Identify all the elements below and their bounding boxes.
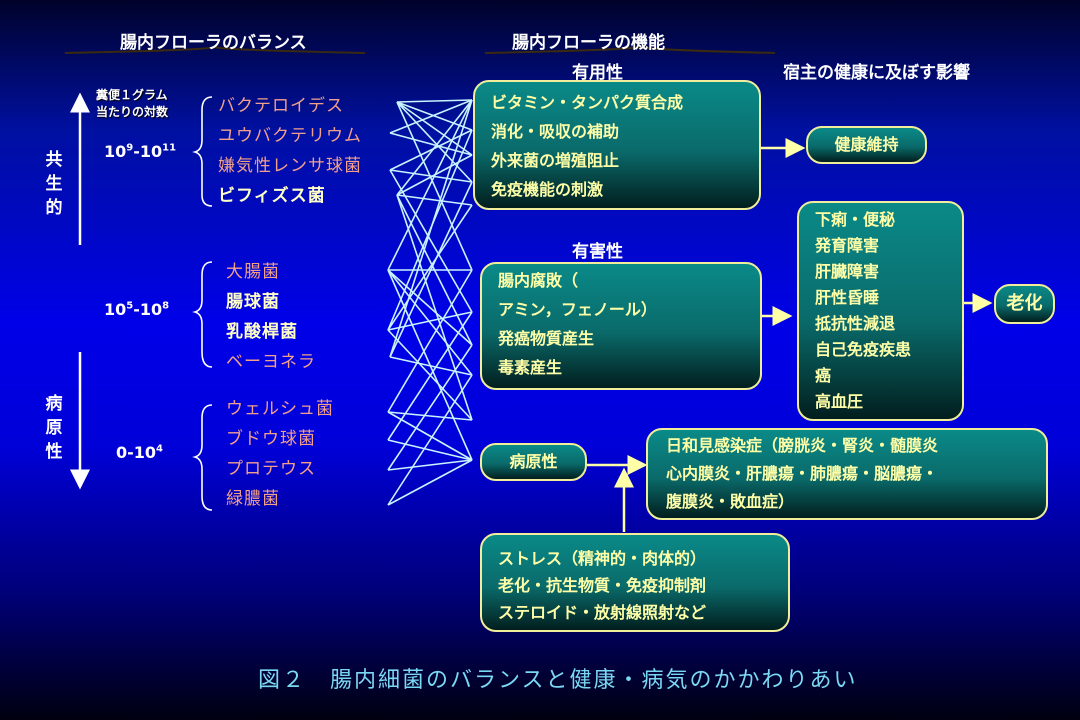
stress-box: ストレス（精神的・肉体的） 老化・抗生物質・免疫抑制剤 ステロイド・放射線照射な…	[480, 533, 790, 632]
bacteria-function-link	[396, 194, 473, 421]
bacterium: プロテウス	[226, 459, 316, 479]
header-balance: 腸内フローラのバランス	[120, 33, 307, 53]
bacterium: 腸球菌	[226, 292, 280, 312]
bacteria-function-link	[389, 99, 473, 358]
count-label-line: 当たりの対数	[96, 105, 169, 119]
bacteria-function-link	[387, 439, 473, 461]
header-harmful: 有害性	[572, 242, 623, 262]
bacterium: ウェルシュ菌	[226, 399, 334, 419]
pathogenic-box: 病原性	[480, 443, 587, 481]
bacterium: 乳酸桿菌	[226, 322, 298, 342]
aging-box: 老化	[994, 284, 1055, 324]
disease-item: 自己免疫疾患	[815, 340, 912, 359]
bacteria-function-link	[387, 374, 473, 506]
count-range-3: 0-104	[116, 443, 164, 462]
harmful-item: 発癌物質産生	[498, 329, 595, 348]
axis-symbiotic: 共生的	[45, 150, 63, 218]
bacteria-function-link	[396, 194, 473, 206]
bacterium: 嫌気性レンサ球菌	[218, 156, 362, 176]
bacteria-function-link	[396, 99, 473, 103]
bacteria-function-link	[389, 181, 473, 358]
bacteria-function-link	[387, 411, 473, 421]
useful-item: 消化・吸収の補助	[491, 122, 620, 141]
infection-line: 心内膜炎・肝膿瘍・肺膿瘍・脳膿瘍・	[666, 464, 939, 483]
bacteria-function-link	[387, 344, 473, 471]
bacteria-function-link	[387, 269, 473, 346]
bacteria-function-link	[387, 459, 473, 471]
bacterium: ビフィズス菌	[218, 186, 326, 206]
function-underline	[484, 45, 776, 54]
useful-item: ビタミン・タンパク質合成	[491, 93, 684, 112]
disease-item: 肝臓障害	[815, 262, 880, 281]
bacteria-function-link	[387, 269, 473, 376]
useful-item: 外来菌の増殖阻止	[491, 151, 620, 170]
bacteria-function-link	[389, 132, 473, 156]
bacteria-function-link	[387, 204, 473, 331]
count-label-line: 糞便１グラム	[96, 88, 168, 102]
bacterium: バクテロイデス	[218, 96, 344, 116]
infection-line: 腹膜炎・敗血症）	[666, 492, 795, 511]
count-label: 糞便１グラム 当たりの対数	[96, 87, 168, 121]
brace-3	[192, 404, 213, 511]
disease-item: 癌	[815, 366, 832, 385]
stress-line: 老化・抗生物質・免疫抑制剤	[498, 576, 707, 595]
count-range-2: 105-108	[104, 300, 170, 319]
stress-line: ストレス（精神的・肉体的）	[498, 549, 707, 568]
disease-item: 肝性昏睡	[815, 288, 880, 307]
bacteria-group-3: ウェルシュ菌 ブドウ球菌 プロテウス 緑膿菌	[226, 394, 334, 514]
bacteria-function-link	[387, 459, 473, 506]
bacteria-function-link	[387, 311, 473, 441]
brace-2	[192, 261, 213, 368]
bacteria-function-link	[389, 99, 473, 134]
disease-box: 下痢・便秘 発育障害 肝臓障害 肝性昏睡 抵抗性減退 自己免疫疾患 癌 高血圧	[797, 201, 964, 421]
brace-1	[192, 96, 213, 207]
bacteria-function-link	[387, 99, 473, 271]
bacteria-function-link	[387, 269, 473, 413]
bacteria-function-link	[396, 101, 473, 271]
disease-item: 下痢・便秘	[815, 210, 896, 229]
useful-box: ビタミン・タンパク質合成 消化・吸収の補助 外来菌の増殖阻止 免疫機能の刺激	[473, 80, 761, 210]
harmful-item: 毒素産生	[498, 358, 563, 377]
infection-box: 日和見感染症（膀胱炎・腎炎・髄膜炎 心内膜炎・肝膿瘍・肺膿瘍・脳膿瘍・ 腹膜炎・…	[646, 428, 1048, 520]
stress-line: ステロイド・放射線照射など	[498, 603, 707, 622]
disease-item: 発育障害	[815, 236, 880, 255]
bacteria-group-1: バクテロイデス ユウバクテリウム 嫌気性レンサ球菌 ビフィズス菌	[218, 91, 362, 211]
balance-underline	[64, 45, 366, 54]
header-host-effect: 宿主の健康に及ぼす影響	[783, 63, 970, 83]
harmful-item: 腸内腐敗（	[498, 271, 579, 290]
bacterium: 緑膿菌	[226, 489, 280, 509]
harmful-box: 腸内腐敗（ アミン，フェノール） 発癌物質産生 毒素産生	[480, 262, 762, 390]
bacterium: 大腸菌	[226, 262, 280, 282]
bacterium: ブドウ球菌	[226, 429, 316, 449]
bacterium: ベーヨネラ	[226, 352, 316, 372]
bacterium: ユウバクテリウム	[218, 126, 362, 146]
disease-item: 高血圧	[815, 392, 864, 411]
harmful-item: アミン，フェノール）	[498, 300, 657, 319]
useful-item: 免疫機能の刺激	[491, 180, 604, 199]
bacteria-function-link	[396, 101, 473, 156]
disease-item: 抵抗性減退	[815, 314, 896, 333]
bacteria-function-link	[389, 169, 473, 313]
figure-caption: 図２ 腸内細菌のバランスと健康・病気のかかわりあい	[258, 668, 858, 693]
bacteria-function-link	[389, 356, 473, 376]
bacteria-function-link	[396, 99, 473, 196]
bacteria-group-2: 大腸菌 腸球菌 乳酸桿菌 ベーヨネラ	[226, 257, 316, 377]
bacteria-function-link	[396, 101, 473, 183]
axis-pathogenic: 病原性	[45, 394, 63, 462]
count-range-1: 109-1011	[104, 142, 177, 161]
bacteria-function-link	[389, 129, 473, 171]
health-box: 健康維持	[806, 126, 927, 164]
header-useful: 有用性	[572, 63, 623, 83]
header-function: 腸内フローラの機能	[512, 33, 665, 53]
bacteria-function-link	[387, 311, 473, 331]
infection-line: 日和見感染症（膀胱炎・腎炎・髄膜炎	[666, 436, 939, 455]
